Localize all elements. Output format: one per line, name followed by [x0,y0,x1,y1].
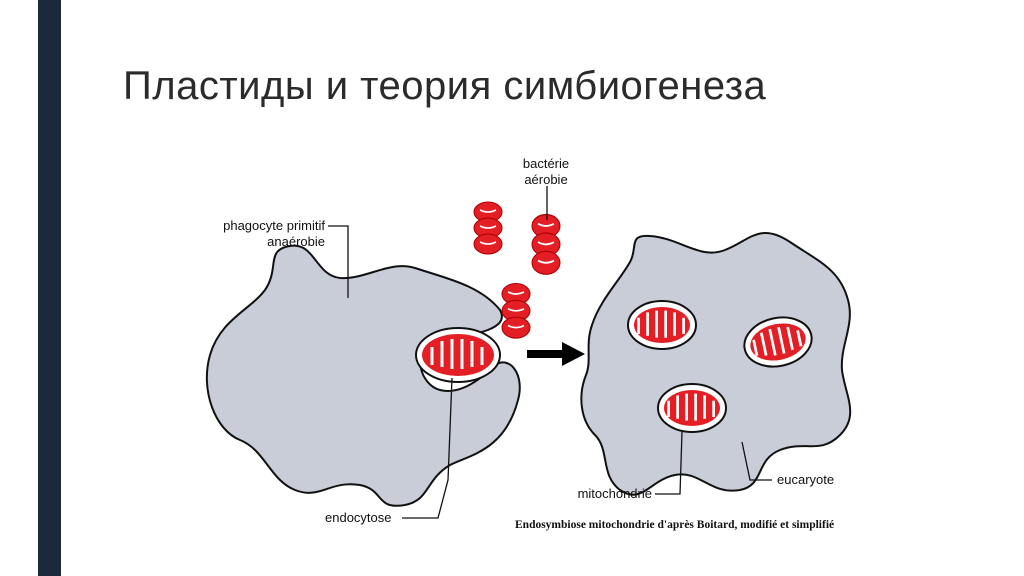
label-phagocyte-line2: anaérobie [267,234,325,249]
label-eucaryote: eucaryote [777,472,834,487]
phagocyte-cell [205,244,521,507]
endosymbiosis-diagram: phagocyte primitif anaérobie bactérie aé… [205,156,852,531]
slide-title: Пластиды и теория симбиогенеза [123,64,767,108]
free-bacterium [473,201,503,255]
label-bacterie-line1: bactérie [523,156,569,171]
leader-phagocyte [328,225,349,298]
label-mitochondrie: mitochondrie [578,486,652,501]
label-phagocyte-line1: phagocyte primitif [223,218,325,233]
leader-eucaryote [741,441,772,481]
mitochondrion [657,383,727,433]
leader-endocytose [402,377,453,519]
mitochondrion [627,300,697,350]
free-bacterium [501,282,531,339]
engulfed-bacterium [415,327,501,383]
label-bacterie-line2: aérobie [524,172,567,187]
mitochondrion [743,316,813,368]
label-endocytose: endocytose [325,510,392,525]
transition-arrow [527,342,585,366]
eukaryote-cell [580,232,852,496]
leader-mitochondrie [655,431,683,495]
free-bacterium [531,213,561,276]
accent-bar [38,0,61,576]
diagram-caption: Endosymbiose mitochondrie d'après Boitar… [515,519,834,531]
